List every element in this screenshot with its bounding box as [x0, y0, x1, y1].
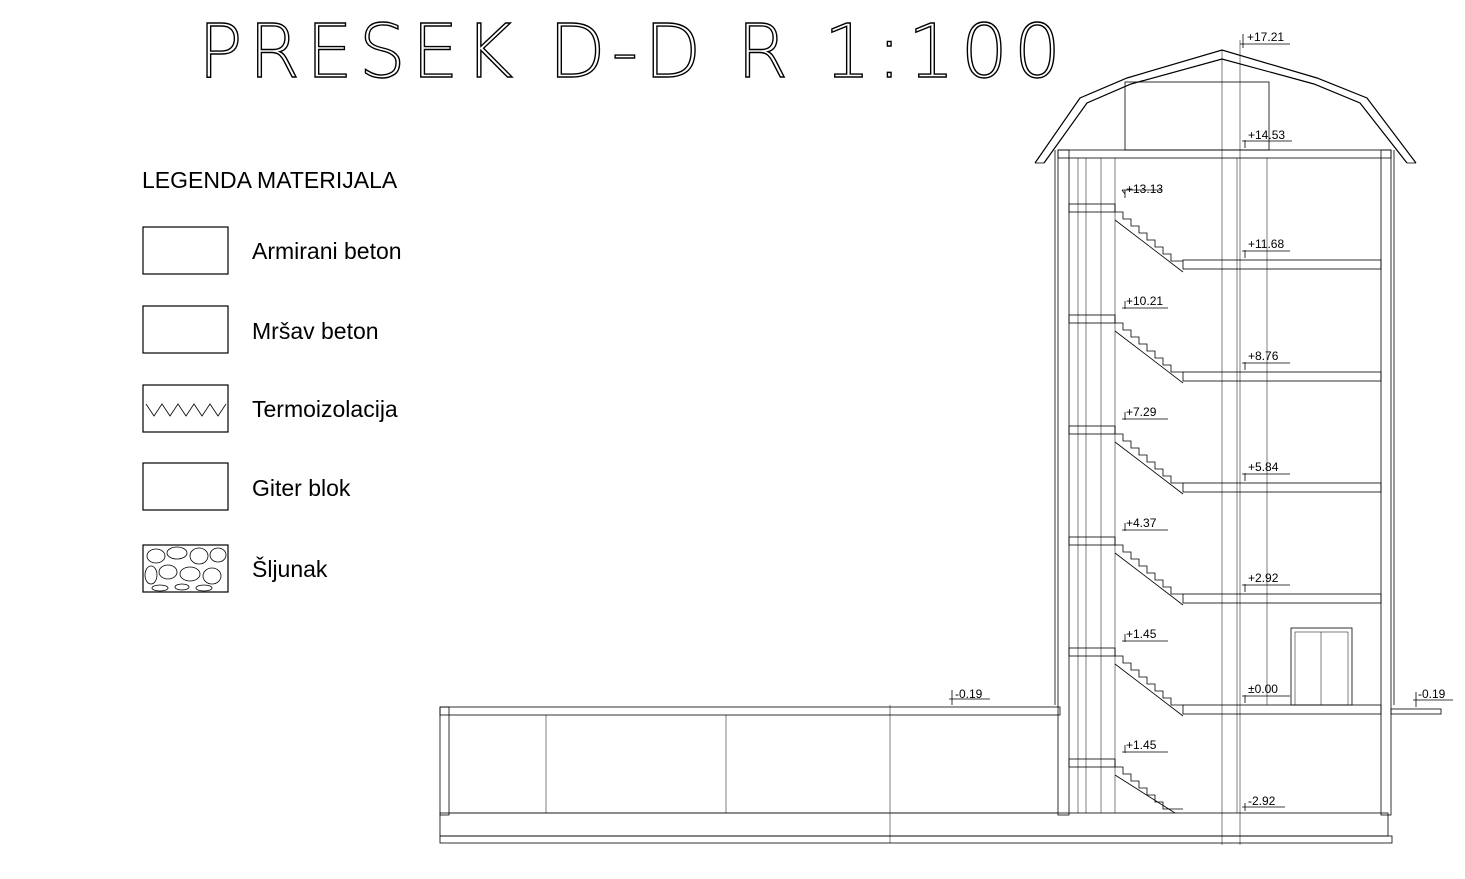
zigzag-icon	[145, 403, 227, 417]
floor-level-markers: +11.68 +8.76 +5.84 +2.92 ±0.00 -2.92	[1242, 237, 1290, 811]
tower-right-wall	[1380, 149, 1392, 816]
legend-item-mrsav-beton: Mršav beton	[142, 305, 379, 354]
legend-title: LEGENDA MATERIJALA	[142, 167, 398, 193]
lean-concrete-layer	[439, 835, 1393, 844]
roof	[1034, 49, 1417, 164]
level-label: -0.19	[955, 687, 983, 701]
foundation-slab	[439, 812, 1389, 837]
legend-label: Mršav beton	[252, 318, 379, 344]
drawing-title: PRESEK D-D R 1:100	[198, 9, 1067, 95]
stair-landing	[1068, 203, 1116, 213]
legend-item-giter-blok: Giter blok	[142, 462, 351, 511]
terrain-level-markers: -0.19 -0.19	[949, 687, 1453, 707]
empty-swatch	[142, 462, 229, 511]
level-label: +17.21	[1247, 30, 1284, 44]
crosshatch-swatch	[142, 226, 229, 275]
floor-slab	[1182, 482, 1382, 493]
stair-landing	[1068, 536, 1116, 546]
building-section	[439, 40, 1442, 845]
level-label: +13.13	[1126, 182, 1163, 196]
gravel-swatch	[142, 544, 229, 593]
door	[1290, 627, 1353, 706]
level-label: -0.19	[1418, 687, 1446, 701]
stair-landing	[1068, 425, 1116, 435]
annex-left-wall	[439, 706, 450, 816]
gravel-icon	[144, 546, 227, 592]
level-label: ±0.00	[1248, 682, 1278, 696]
level-label: +2.92	[1248, 571, 1279, 585]
top-slab	[1057, 149, 1392, 159]
annex	[439, 705, 1061, 843]
annex-roof-slab	[439, 706, 1061, 716]
zigzag-swatch	[142, 384, 229, 433]
level-label: +1.45	[1126, 738, 1157, 752]
legend-label: Armirani beton	[252, 238, 402, 264]
legend-label: Šljunak	[252, 555, 328, 582]
floor-slab	[1182, 371, 1382, 382]
legend-item-sljunak: Šljunak	[142, 544, 328, 593]
diagonal-hatch-swatch	[142, 305, 229, 354]
roof-level-markers: +17.21 +14.53	[1240, 30, 1292, 148]
stair-landing	[1068, 314, 1116, 324]
stair-landing	[1068, 758, 1116, 768]
floor-slab	[1182, 704, 1382, 715]
level-label: +14.53	[1248, 128, 1285, 142]
legend-label: Giter blok	[252, 475, 351, 501]
floor-slab	[1182, 259, 1382, 270]
level-label: +7.29	[1126, 405, 1157, 419]
stair-flights	[1114, 204, 1184, 814]
level-label: +1.45	[1126, 627, 1157, 641]
level-label: +5.84	[1248, 460, 1279, 474]
terrain-right	[1390, 708, 1442, 715]
legend-label: Termoizolacija	[252, 396, 398, 422]
level-label: +8.76	[1248, 349, 1279, 363]
level-label: +11.68	[1248, 237, 1284, 251]
level-label: -2.92	[1248, 794, 1276, 808]
stair-level-markers: +13.13 +10.21 +7.29 +4.37 +1.45 +1.45	[1121, 182, 1168, 753]
legend-item-armirani-beton: Armirani beton	[142, 226, 402, 275]
legend-item-termoizolacija: Termoizolacija	[142, 384, 398, 433]
level-label: +10.21	[1126, 294, 1163, 308]
floor-slab	[1182, 593, 1382, 604]
level-label: +4.37	[1126, 516, 1157, 530]
stair-landing	[1068, 647, 1116, 657]
